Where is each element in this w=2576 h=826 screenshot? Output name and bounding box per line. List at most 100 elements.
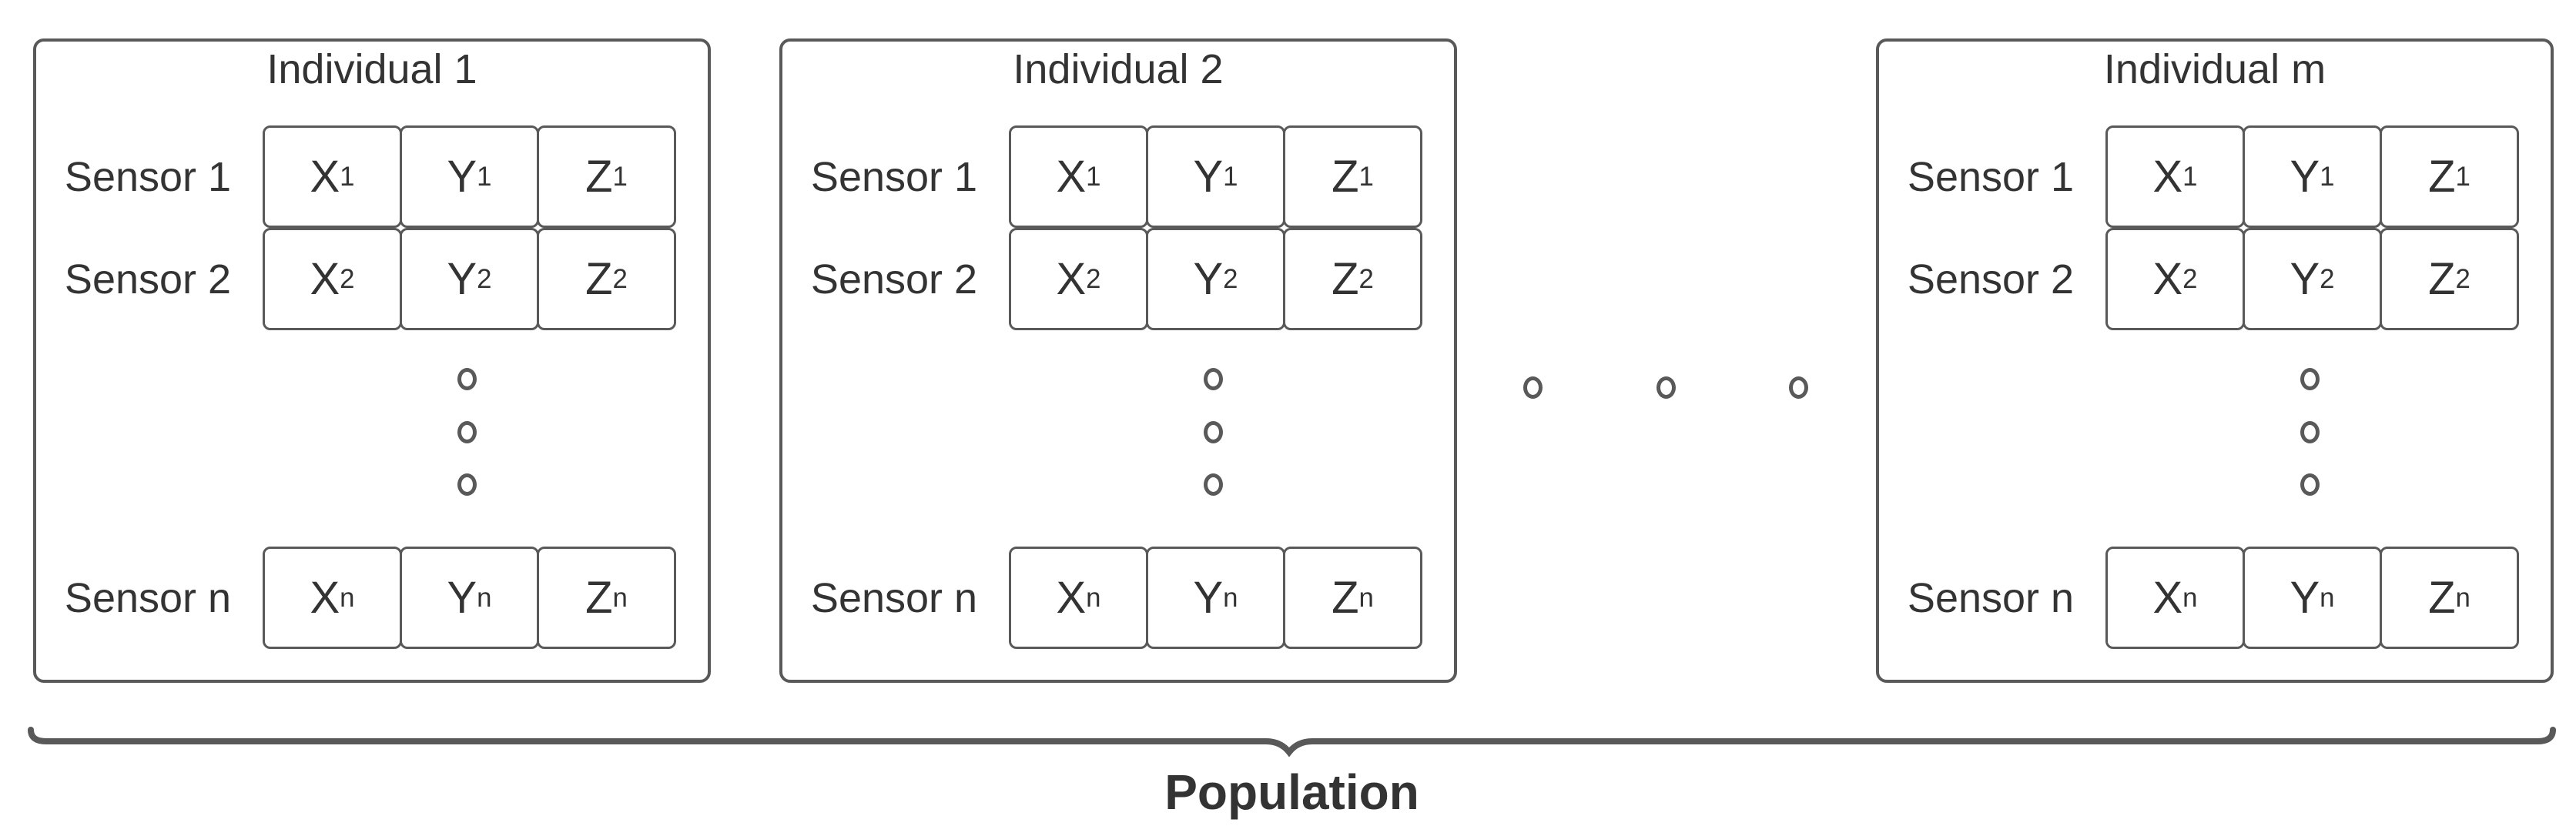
- axis-cell-text: X: [2152, 254, 2183, 304]
- sensor-label: Sensor 2: [810, 256, 978, 303]
- axis-cell-text: Y: [2290, 254, 2320, 304]
- axis-cell-text: X: [1056, 573, 1087, 623]
- vertical-ellipsis: [457, 368, 477, 496]
- axis-cell-text: Y: [2290, 573, 2320, 623]
- sensor-label: Sensor 2: [1907, 256, 2075, 303]
- axis-cell-text: X: [310, 152, 340, 202]
- axis-cell-text: Y: [1193, 152, 1224, 202]
- vertical-ellipsis-dot-icon: [457, 368, 477, 390]
- axis-cell-text: X: [2152, 573, 2183, 623]
- vertical-ellipsis-dot-icon: [1204, 473, 1223, 496]
- axis-cell-text: Z: [1332, 254, 1359, 304]
- vertical-ellipsis: [1204, 368, 1223, 496]
- axis-cell-text: Z: [2428, 573, 2456, 623]
- vertical-ellipsis-dot-icon: [2300, 473, 2320, 496]
- individual-title: Individual 2: [1013, 46, 1224, 92]
- horizontal-ellipsis-dot-icon: [1656, 376, 1676, 399]
- sensor-label: Sensor n: [810, 574, 978, 621]
- axis-cell-text: Y: [447, 152, 477, 202]
- vertical-ellipsis-dot-icon: [2300, 368, 2320, 390]
- horizontal-ellipsis-dot-icon: [1789, 376, 1808, 399]
- axis-cell-text: Y: [447, 254, 477, 304]
- sensor-label: Sensor 2: [64, 256, 232, 303]
- sensor-label: Sensor 1: [64, 153, 232, 200]
- sensor-label: Sensor n: [1907, 574, 2075, 621]
- sensor-label: Sensor n: [64, 574, 232, 621]
- axis-cell-text: Y: [1193, 573, 1224, 623]
- sensor-label: Sensor 1: [810, 153, 978, 200]
- population-label: Population: [1164, 764, 1419, 820]
- axis-cell-text: Z: [585, 254, 613, 304]
- horizontal-ellipsis: [1523, 376, 1808, 399]
- axis-cell-text: Y: [447, 573, 477, 623]
- axis-cell-text: X: [310, 573, 340, 623]
- sensor-label: Sensor 1: [1907, 153, 2075, 200]
- axis-cell-text: Z: [1332, 573, 1359, 623]
- axis-cell-text: X: [1056, 152, 1087, 202]
- vertical-ellipsis-dot-icon: [1204, 368, 1223, 390]
- vertical-ellipsis-dot-icon: [457, 473, 477, 496]
- axis-cell-text: Y: [1193, 254, 1224, 304]
- individual-title: Individual m: [2103, 46, 2326, 92]
- axis-cell-text: Z: [585, 152, 613, 202]
- axis-cell-text: X: [1056, 254, 1087, 304]
- vertical-ellipsis-dot-icon: [457, 420, 477, 443]
- axis-cell-text: X: [310, 254, 340, 304]
- vertical-ellipsis-dot-icon: [2300, 420, 2320, 443]
- vertical-ellipsis-dot-icon: [1204, 420, 1223, 443]
- axis-cell-text: Z: [585, 573, 613, 623]
- brace-path: [28, 727, 2556, 757]
- axis-cell-text: X: [2152, 152, 2183, 202]
- axis-cell-text: Z: [1332, 152, 1359, 202]
- axis-cell-text: Z: [2428, 254, 2456, 304]
- individual-title: Individual 1: [266, 46, 477, 92]
- axis-cell-text: Y: [2290, 152, 2320, 202]
